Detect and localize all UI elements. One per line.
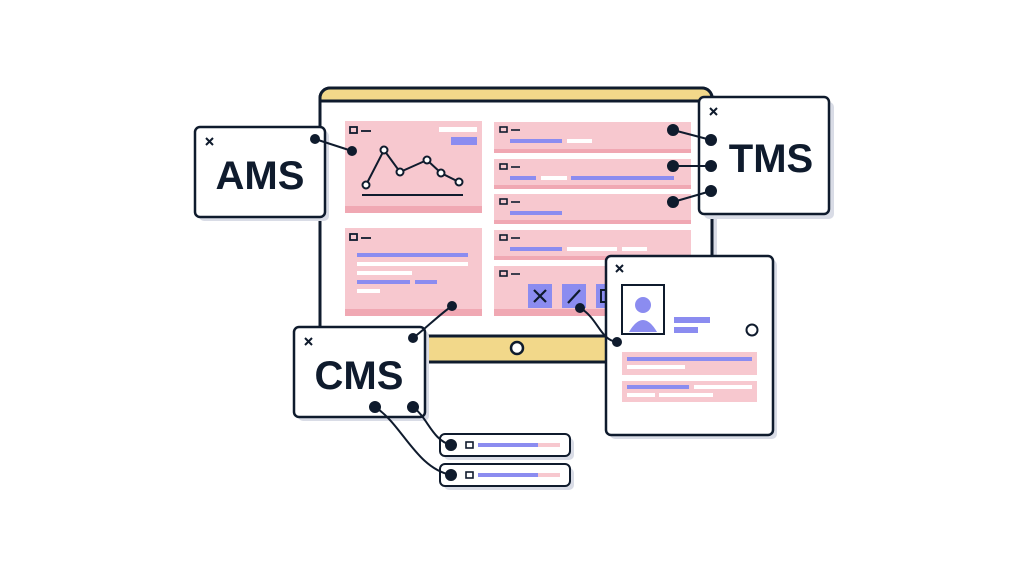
cms-window[interactable]: CMS xyxy=(292,325,429,421)
chart-point xyxy=(379,145,389,155)
close-icon[interactable] xyxy=(205,137,214,146)
checkbox-icon xyxy=(499,234,508,241)
checkbox-icon xyxy=(465,441,474,449)
list-row[interactable] xyxy=(494,122,691,153)
delete-button[interactable] xyxy=(528,284,552,308)
close-icon[interactable] xyxy=(709,107,718,116)
monitor-power-button[interactable] xyxy=(509,340,525,356)
list-row[interactable] xyxy=(494,194,691,224)
chart-points xyxy=(361,145,464,190)
tms-label: TMS xyxy=(729,137,813,181)
chart-point xyxy=(454,177,464,187)
list-row[interactable] xyxy=(494,230,691,260)
profile-window[interactable] xyxy=(604,254,777,439)
edit-icon xyxy=(567,289,581,304)
edit-button[interactable] xyxy=(562,284,586,308)
cms-list-row[interactable] xyxy=(439,463,574,490)
close-icon[interactable] xyxy=(304,337,313,346)
cms-row-connectors xyxy=(369,401,457,481)
chart-point xyxy=(436,168,446,178)
close-icon xyxy=(533,289,547,303)
tms-window[interactable]: TMS xyxy=(697,95,834,219)
ams-label: AMS xyxy=(216,154,305,198)
ams-connector xyxy=(310,134,357,156)
checkbox-icon[interactable] xyxy=(349,233,358,241)
text-card xyxy=(345,228,482,316)
close-icon[interactable] xyxy=(615,264,624,273)
tms-connectors xyxy=(667,124,717,208)
checkbox-icon xyxy=(499,198,508,205)
checkbox-icon[interactable] xyxy=(499,270,508,277)
ams-window[interactable]: AMS xyxy=(193,125,329,221)
chart-point xyxy=(361,180,371,190)
radio-icon[interactable] xyxy=(745,323,759,337)
user-avatar-icon xyxy=(621,284,665,335)
cms-label: CMS xyxy=(315,354,404,398)
list-row[interactable] xyxy=(494,159,691,189)
cms-connector xyxy=(408,301,457,343)
chart-point xyxy=(422,155,432,165)
profile-connector xyxy=(575,303,622,347)
monitor-top-bar xyxy=(318,86,714,103)
checkbox-icon xyxy=(465,471,474,479)
checkbox-icon xyxy=(499,126,508,133)
cms-list-row[interactable] xyxy=(439,433,574,460)
chart-card xyxy=(345,121,482,213)
checkbox-icon[interactable] xyxy=(349,126,358,134)
chart-point xyxy=(395,167,405,177)
checkbox-icon xyxy=(499,163,508,170)
